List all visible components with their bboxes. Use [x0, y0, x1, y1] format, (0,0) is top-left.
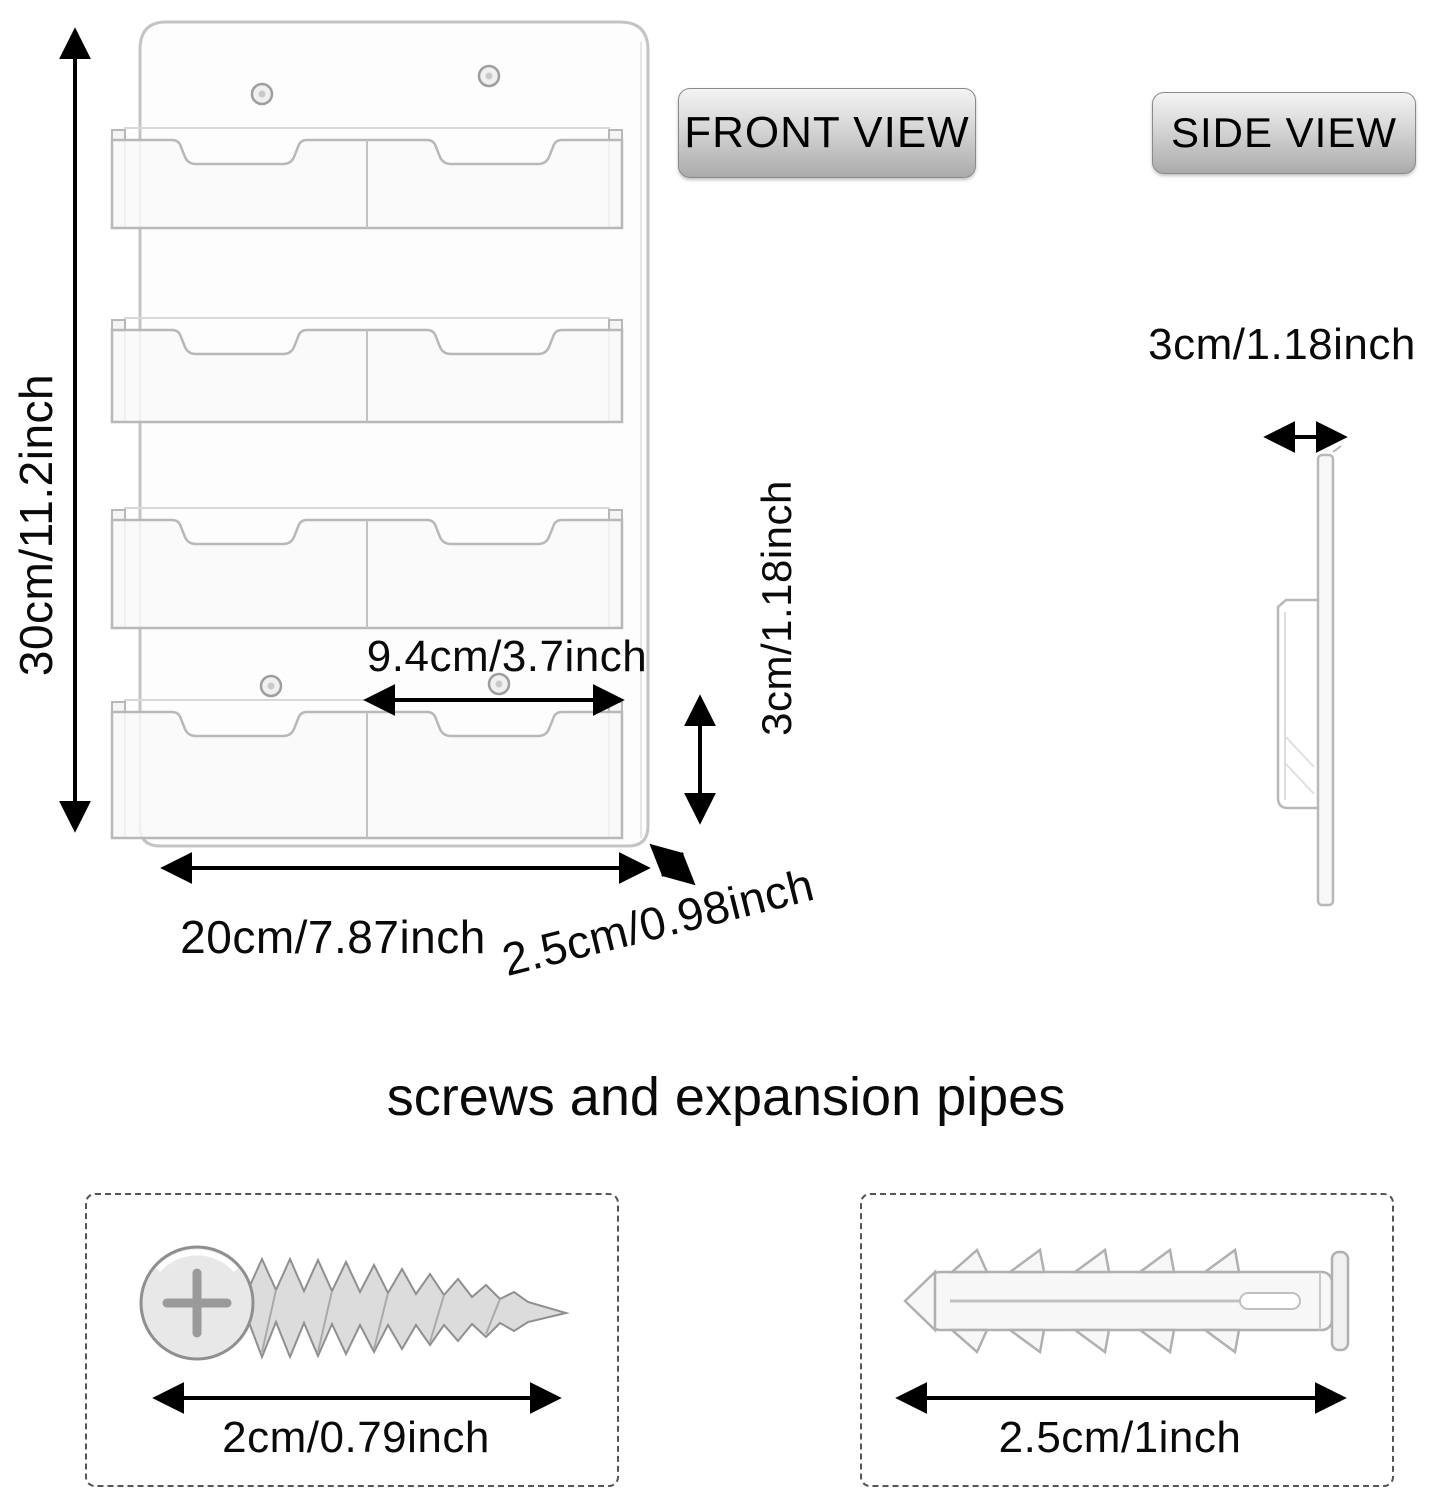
- hardware-section-title: screws and expansion pipes: [386, 1067, 1066, 1127]
- side-view-badge: SIDE VIEW: [1152, 92, 1416, 174]
- anchor-flange: [1330, 1250, 1350, 1352]
- anchor-tip: [903, 1269, 937, 1333]
- card-holder-front-view: [110, 20, 650, 848]
- side-pocket: [1276, 598, 1318, 810]
- screw-hole: [259, 674, 283, 698]
- pocket-row-2: [110, 317, 624, 424]
- front-view-label: FRONT VIEW: [684, 108, 970, 157]
- screw-hole: [477, 64, 501, 88]
- side-view-label: SIDE VIEW: [1170, 109, 1398, 156]
- card-holder-side-view: [1276, 445, 1342, 907]
- depth-arrow: [649, 843, 696, 886]
- side-panel: [1316, 453, 1335, 907]
- pocket-height-label: 3cm/1.18inch: [753, 480, 800, 736]
- pocket-row-1: [110, 127, 624, 230]
- pocket-row-3: [110, 507, 624, 630]
- anchor-length-label: 2.5cm/1inch: [998, 1413, 1242, 1462]
- overall-height-label: 30cm/11.2inch: [10, 373, 62, 677]
- anchor-box: [860, 1193, 1394, 1487]
- screw-illustration: [139, 1245, 570, 1361]
- screw-box: [85, 1193, 619, 1487]
- side-thickness-label: 3cm/1.18inch: [1148, 320, 1416, 369]
- pocket-row-4: [110, 699, 624, 840]
- screw-length-label: 2cm/0.79inch: [222, 1413, 490, 1462]
- screw-hole: [250, 82, 274, 106]
- front-view-badge: FRONT VIEW: [678, 88, 976, 178]
- wall-anchor-illustration: [903, 1247, 1350, 1355]
- pocket-width-label: 9.4cm/3.7inch: [366, 632, 648, 681]
- overall-width-label: 20cm/7.87inch: [180, 911, 486, 963]
